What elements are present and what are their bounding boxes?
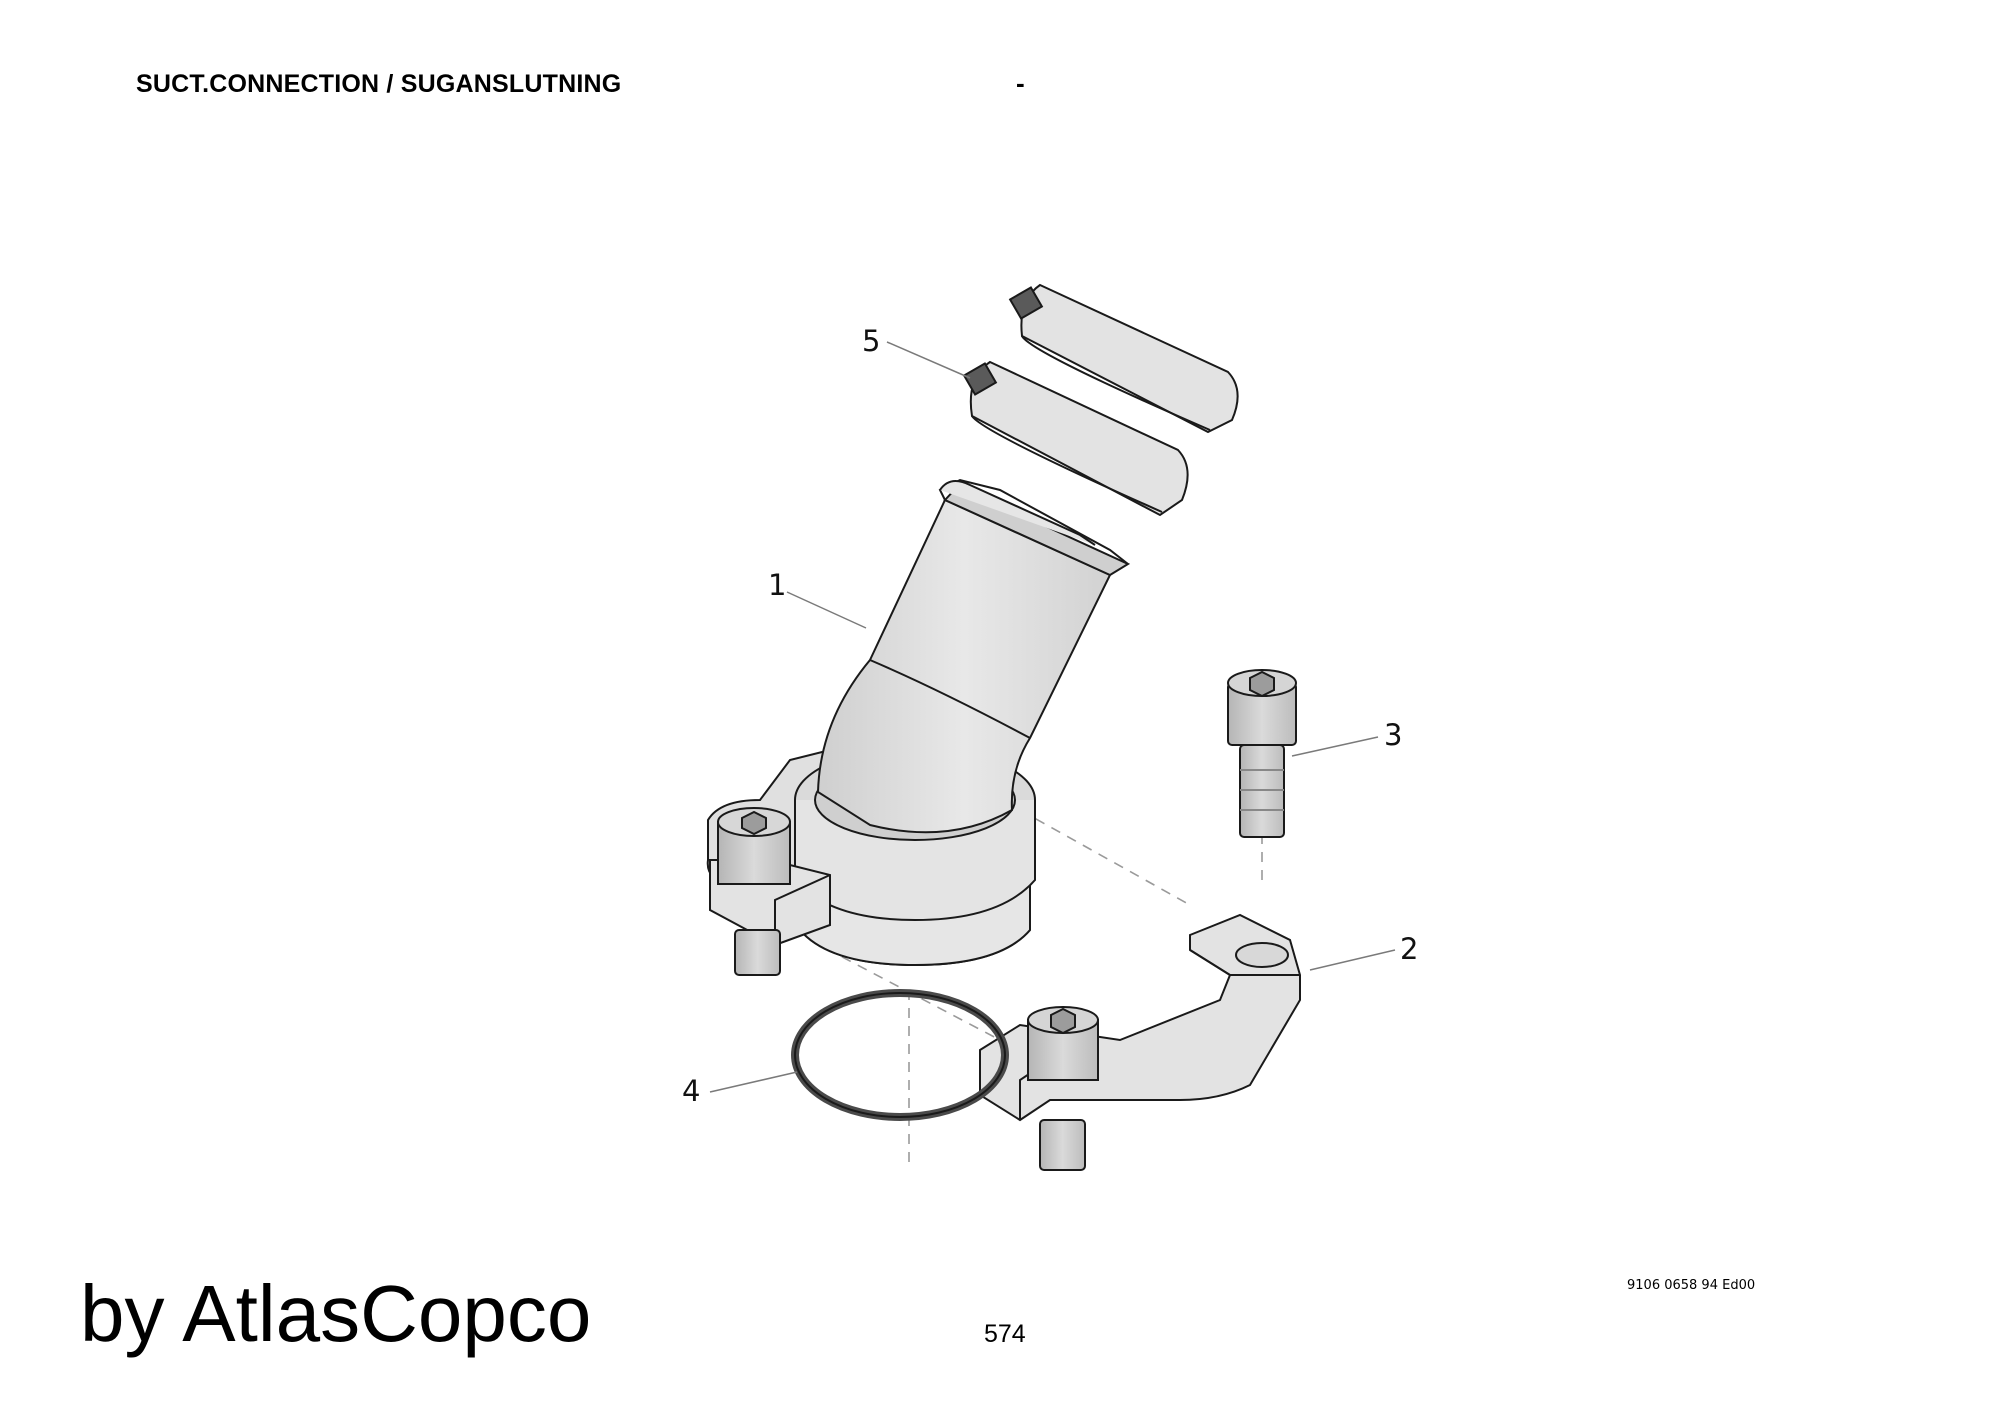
flange-bolt (717, 807, 791, 976)
callout-4: 4 (682, 1074, 701, 1108)
callout-1: 1 (768, 568, 787, 602)
o-ring (791, 989, 1009, 1121)
cap-screw (1227, 669, 1297, 838)
callout-3: 3 (1384, 718, 1403, 752)
callout-leaders (709, 341, 1396, 1093)
clamp-ring-upper (1008, 283, 1239, 434)
brand-text: by AtlasCopco (80, 1269, 592, 1358)
document-reference: 9106 0658 94 Ed00 (1627, 1278, 1756, 1293)
callout-2: 2 (1400, 932, 1419, 966)
suction-pipe (816, 478, 1131, 834)
clamp-bolt (1027, 1006, 1099, 1171)
clamp-ring-lower (962, 360, 1189, 517)
page-number: 574 (984, 1320, 1026, 1348)
header-dash: - (1016, 68, 1025, 98)
page-title: SUCT.CONNECTION / SUGANSLUTNING (136, 70, 622, 98)
callout-5: 5 (862, 324, 881, 358)
